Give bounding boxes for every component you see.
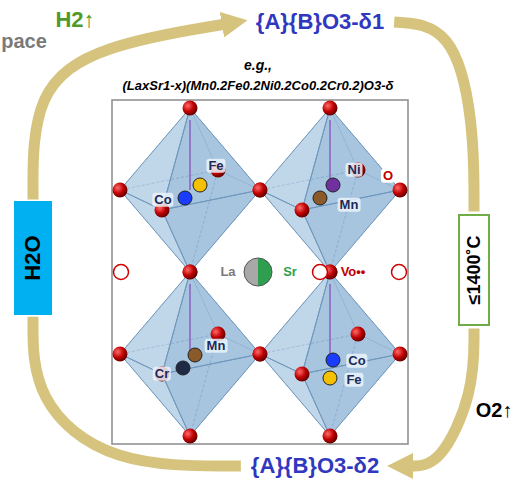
b-site-ion bbox=[193, 178, 207, 192]
formula-text: e.g., bbox=[244, 58, 272, 73]
gas-label: pace bbox=[1, 30, 47, 52]
b-site-ion bbox=[323, 371, 337, 385]
oxygen-atom bbox=[113, 183, 128, 198]
gas-label: O2↑ bbox=[476, 399, 513, 421]
oxygen-vacancy bbox=[114, 265, 129, 280]
oxygen-vacancy bbox=[392, 265, 407, 280]
atom-label: Mn bbox=[338, 198, 361, 212]
oxygen-atom bbox=[253, 183, 268, 198]
node-text: {A}{B}O3-δ1 bbox=[256, 9, 384, 34]
oxygen-atom bbox=[323, 101, 338, 116]
oxygen-atom bbox=[183, 101, 198, 116]
process-arrow bbox=[33, 317, 241, 466]
atom-label: Co bbox=[152, 193, 173, 207]
octahedron bbox=[253, 265, 408, 444]
process-arrow bbox=[409, 328, 474, 466]
b-site-ion bbox=[188, 348, 202, 362]
atom-label: Cr bbox=[153, 367, 171, 381]
node-text: ≤1400˚C bbox=[464, 236, 485, 305]
state-label: {A}{B}O3-δ1 bbox=[250, 7, 390, 36]
octahedron bbox=[113, 265, 268, 444]
node-text: H2O bbox=[20, 235, 45, 280]
oxygen-atom bbox=[253, 347, 268, 362]
moment-arrow bbox=[189, 284, 191, 354]
oxygen-atom bbox=[253, 347, 268, 362]
moment-arrow bbox=[189, 120, 191, 190]
oxygen-atom bbox=[183, 265, 198, 280]
oxygen-atom bbox=[393, 183, 408, 198]
oxygen-atom bbox=[323, 429, 338, 444]
octahedron-face bbox=[162, 190, 260, 272]
oxygen-atom bbox=[183, 265, 198, 280]
process-arrow bbox=[33, 24, 226, 199]
octahedron bbox=[253, 101, 408, 280]
atom-label: O bbox=[381, 169, 395, 183]
oxygen-atom bbox=[393, 347, 408, 362]
octahedron-face bbox=[302, 190, 400, 272]
oxygen-atom bbox=[351, 327, 366, 342]
oxygen-atom bbox=[113, 347, 128, 362]
octahedron-face bbox=[302, 354, 400, 436]
atom-label: Fe bbox=[344, 373, 363, 387]
oxygen-atom bbox=[183, 429, 198, 444]
b-site-ion bbox=[178, 191, 192, 205]
b-site-ion bbox=[313, 191, 327, 205]
b-site-ion bbox=[326, 353, 340, 367]
oxygen-atom bbox=[295, 203, 310, 218]
atom-label: Vo•• bbox=[339, 265, 368, 279]
node-text: {A}{B}O3-δ2 bbox=[251, 453, 379, 478]
atom-label: Mn bbox=[205, 339, 228, 353]
sr-half bbox=[258, 258, 272, 286]
b-site-ion bbox=[176, 361, 190, 375]
formula-text: (LaxSr1-x)(Mn0.2Fe0.2Ni0.2Co0.2Cr0.2)O3-… bbox=[123, 79, 394, 93]
oxygen-atom bbox=[295, 367, 310, 382]
oxygen-vacancy bbox=[313, 265, 328, 280]
gas-label: H2↑ bbox=[55, 8, 94, 32]
atom-label: Co bbox=[346, 354, 367, 368]
oxygen-atom bbox=[253, 183, 268, 198]
atom-label: Fe bbox=[206, 159, 225, 173]
la-half bbox=[244, 258, 258, 286]
illustration-frame bbox=[112, 100, 408, 444]
a-site-atom bbox=[244, 258, 272, 286]
a-site-outline bbox=[244, 258, 272, 286]
condition-box: H2O bbox=[14, 201, 51, 314]
process-arrow bbox=[394, 22, 474, 212]
atom-label: Sr bbox=[281, 265, 299, 279]
moment-arrow bbox=[329, 284, 331, 354]
state-label: {A}{B}O3-δ2 bbox=[245, 451, 385, 480]
atom-label: Ni bbox=[346, 163, 363, 177]
b-site-ion bbox=[326, 178, 340, 192]
octahedron bbox=[113, 101, 268, 280]
octahedron-face bbox=[162, 354, 260, 436]
atom-label: La bbox=[218, 265, 237, 279]
condition-box: ≤1400˚C bbox=[458, 214, 491, 327]
